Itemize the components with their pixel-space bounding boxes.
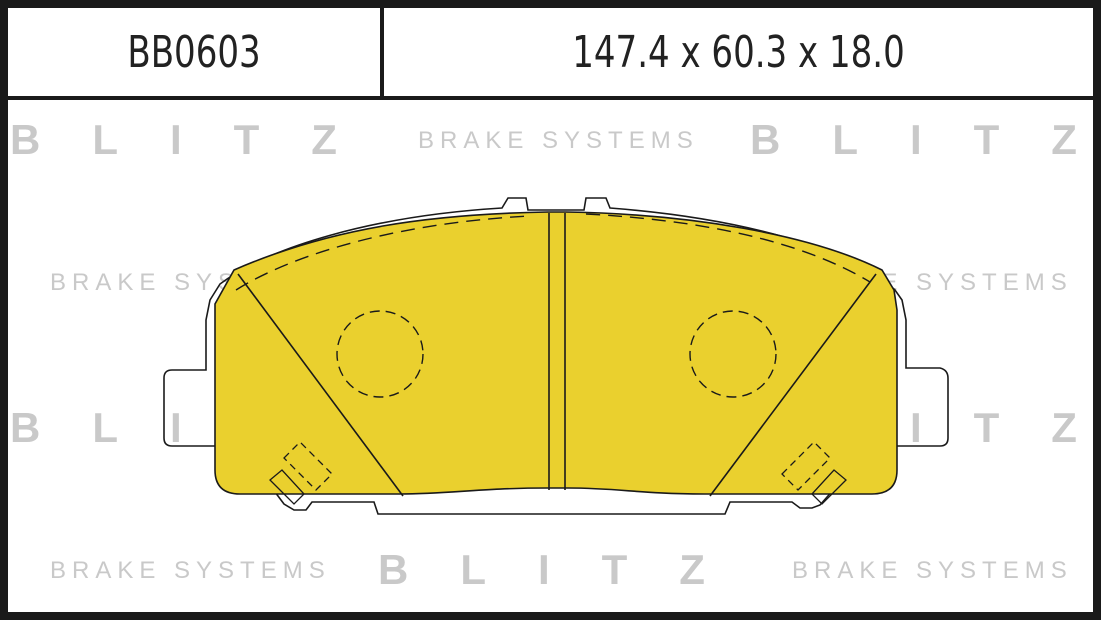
header-divider [380, 8, 384, 96]
wear-indicator-right [781, 441, 831, 491]
mounting-hole-right [689, 310, 777, 398]
watermark-brand: BLITZ [10, 116, 389, 163]
watermark-tagline: BRAKE SYSTEMS [50, 557, 331, 584]
watermark-tagline: BRAKE SYSTEMS [792, 557, 1073, 584]
clip-right [811, 469, 847, 505]
mounting-hole-left [336, 310, 424, 398]
clip-left [269, 469, 305, 505]
chamfer-left [237, 273, 404, 497]
wear-indicator-left [283, 441, 333, 491]
watermark-tagline: BRAKE SYSTEMS [418, 127, 699, 154]
spec-header: BB0603 147.4 x 60.3 x 18.0 [8, 8, 1093, 100]
pad-dimensions: 147.4 x 60.3 x 18.0 [572, 26, 905, 78]
watermark-brand: BLITZ [378, 546, 757, 593]
chamfer-right [709, 273, 877, 497]
watermark-brand: BLITZ [750, 116, 1101, 163]
part-number: BB0603 [127, 26, 261, 78]
friction-pad [214, 211, 898, 495]
dashed-edge-line [235, 213, 871, 291]
